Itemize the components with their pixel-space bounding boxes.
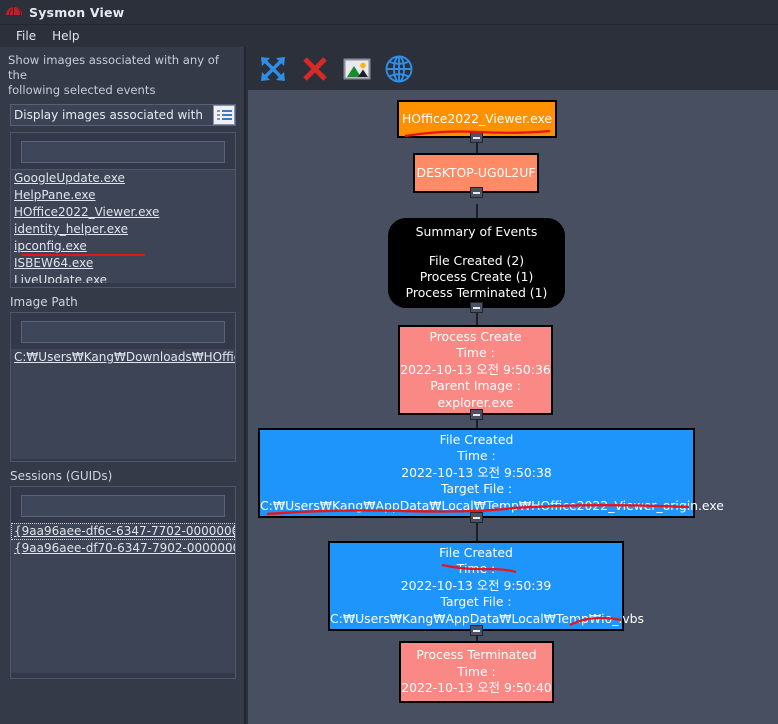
images-groupbox: GoogleUpdate.exe HelpPane.exe HOffice202… (10, 132, 236, 288)
image-path-groupbox: C:₩Users₩Kang₩Downloads₩HOffice202 (10, 312, 236, 462)
menu-item-help[interactable]: Help (52, 29, 80, 43)
graph-toolbar (248, 47, 778, 90)
file-created-node-1[interactable]: File Created Time : 2022-10-13 오전 9:50:3… (258, 428, 724, 518)
collapse-toggle-file-created-node-1[interactable] (470, 512, 483, 523)
collapse-toggle-process-node[interactable] (470, 132, 483, 143)
collapse-toggle-file-created-node-2[interactable] (470, 625, 483, 636)
summary-node-process-create: Process Create (1) (419, 269, 534, 284)
process-terminated-time-value: 2022-10-13 오전 9:50:40 (401, 680, 552, 696)
process-create-time-label: Time : (456, 345, 495, 361)
process-node-line-1: HOffice2022_Viewer.exe (401, 110, 553, 126)
file-created-1-time-label: Time : (457, 448, 496, 464)
filter-hint: Show images associated with any of the f… (0, 47, 244, 102)
expand-all-icon[interactable] (258, 54, 288, 84)
file-created-node-2[interactable]: File Created Time : 2022-10-13 오전 9:50:3… (328, 541, 644, 631)
list-item-session-1[interactable]: {9aa96aee-df6c-6347-7702-0000000010( (11, 523, 235, 540)
file-created-1-time-value: 2022-10-13 오전 9:50:38 (401, 464, 552, 480)
process-create-time-value: 2022-10-13 오전 9:50:36 (400, 361, 551, 377)
image-path-list[interactable]: C:₩Users₩Kang₩Downloads₩HOffice202 (11, 349, 235, 459)
list-item[interactable]: HelpPane.exe (14, 188, 96, 202)
display-images-combobox[interactable]: Display images associated with (10, 104, 236, 126)
list-item[interactable]: LiveUpdate.exe (14, 273, 108, 283)
title-bar: Sysmon View (0, 0, 778, 25)
window-title: Sysmon View (29, 4, 125, 20)
collapse-toggle-process-create-node[interactable] (470, 409, 483, 420)
menu-item-file[interactable]: File (16, 29, 37, 43)
host-node-line-1: DESKTOP-UG0L2UF (416, 164, 536, 180)
list-item[interactable]: identity_helper.exe (14, 222, 129, 236)
export-image-icon[interactable] (342, 54, 372, 84)
list-item-session-2[interactable]: {9aa96aee-df70-6347-7902-0000000010 (14, 541, 235, 555)
sysmon-shell-icon (6, 4, 22, 20)
display-images-combobox-value: Display images associated with (14, 108, 203, 122)
edge-summary-to-create (476, 308, 478, 336)
summary-node[interactable]: Summary of Events File Created (2) Proce… (388, 218, 565, 308)
summary-node-title: Summary of Events (415, 224, 538, 240)
images-list[interactable]: GoogleUpdate.exe HelpPane.exe HOffice202… (11, 169, 235, 283)
list-item-hoffice2022-viewer[interactable]: HOffice2022_Viewer.exe (14, 205, 160, 219)
process-terminated-title: Process Terminated (416, 647, 537, 663)
highlight-underline-hoffice-viewer (21, 254, 145, 256)
process-create-node[interactable]: Process Create Time : 2022-10-13 오전 9:50… (398, 325, 553, 415)
sessions-label: Sessions (GUIDs) (10, 469, 113, 483)
collapse-toggle-host-node[interactable] (470, 187, 483, 198)
summary-node-spacer (390, 241, 563, 253)
process-create-parent-label: Parent Image : (430, 378, 521, 394)
list-item[interactable]: ipconfig.exe (14, 239, 87, 253)
image-path-search-input[interactable] (21, 321, 225, 343)
summary-node-file-created: File Created (2) (428, 252, 525, 268)
list-item[interactable]: GoogleUpdate.exe (14, 171, 125, 185)
process-create-title: Process Create (429, 328, 522, 344)
sessions-search-input[interactable] (21, 495, 225, 517)
list-icon (216, 109, 232, 121)
process-terminated-node[interactable]: Process Terminated Time : 2022-10-13 오전 … (399, 641, 554, 703)
file-created-2-title: File Created (439, 544, 513, 560)
file-created-2-time-label: Time : (456, 561, 496, 577)
file-created-1-target-label: Target File : (440, 481, 513, 497)
globe-icon[interactable] (384, 54, 414, 84)
sessions-list[interactable]: {9aa96aee-df6c-6347-7702-0000000010( {9a… (11, 523, 235, 673)
left-panel: Show images associated with any of the f… (0, 47, 246, 724)
event-graph-canvas[interactable]: HOffice2022_Viewer.exe DESKTOP-UG0L2UF S… (248, 90, 778, 724)
display-images-list-button[interactable] (213, 105, 235, 125)
file-created-2-time-value: 2022-10-13 오전 9:50:39 (400, 577, 552, 593)
collapse-toggle-summary-node[interactable] (470, 302, 483, 313)
clear-icon[interactable] (300, 54, 330, 84)
image-path-label: Image Path (10, 295, 78, 309)
filter-hint-line1: Show images associated with any of the (8, 53, 219, 82)
list-item-image-path[interactable]: C:₩Users₩Kang₩Downloads₩HOffice202 (14, 350, 235, 364)
images-search-input[interactable] (21, 141, 225, 163)
file-created-2-target-value: C:₩Users₩Kang₩AppData₩Local₩Temp₩io_.vbs (330, 610, 644, 626)
file-created-2-target-label: Target File : (440, 594, 512, 610)
filter-hint-line2: following selected events (8, 83, 156, 97)
summary-node-process-terminated: Process Terminated (1) (405, 285, 548, 301)
process-terminated-time-label: Time : (457, 663, 496, 679)
host-node[interactable]: DESKTOP-UG0L2UF (413, 153, 539, 193)
process-create-parent-value: explorer.exe (437, 394, 514, 410)
menu-bar: File Help (0, 25, 778, 47)
edge-file1-to-file2 (476, 518, 478, 542)
file-created-1-title: File Created (439, 431, 514, 447)
list-item[interactable]: ISBEW64.exe (14, 256, 94, 270)
sessions-groupbox: {9aa96aee-df6c-6347-7702-0000000010( {9a… (10, 486, 236, 679)
